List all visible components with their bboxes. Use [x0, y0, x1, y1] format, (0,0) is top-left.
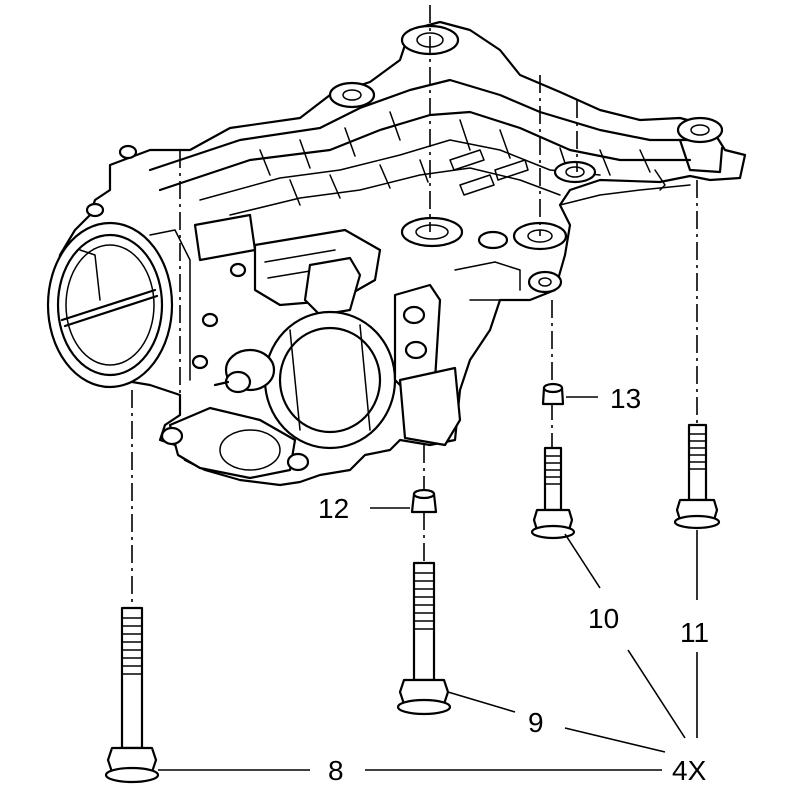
callout-13: 13 — [610, 383, 641, 414]
bolt-10 — [530, 446, 576, 540]
bolt-11 — [673, 423, 721, 530]
callout-11: 11 — [680, 617, 709, 648]
callout-10: 10 — [588, 603, 619, 634]
engine-housing-assembly — [46, 20, 747, 487]
bolt-8 — [104, 606, 160, 784]
callout-9: 9 — [528, 707, 544, 738]
sleeve-12 — [410, 488, 438, 514]
callout-12: 12 — [318, 493, 349, 524]
callout-8: 8 — [328, 755, 344, 786]
sleeve-13 — [541, 382, 565, 406]
bolt-9 — [396, 561, 452, 716]
callout-4x: 4X — [672, 755, 707, 786]
leader-lines — [158, 396, 698, 771]
bolt-centerlines — [131, 5, 698, 608]
callouts: 8 9 10 11 12 13 4X — [318, 383, 709, 786]
